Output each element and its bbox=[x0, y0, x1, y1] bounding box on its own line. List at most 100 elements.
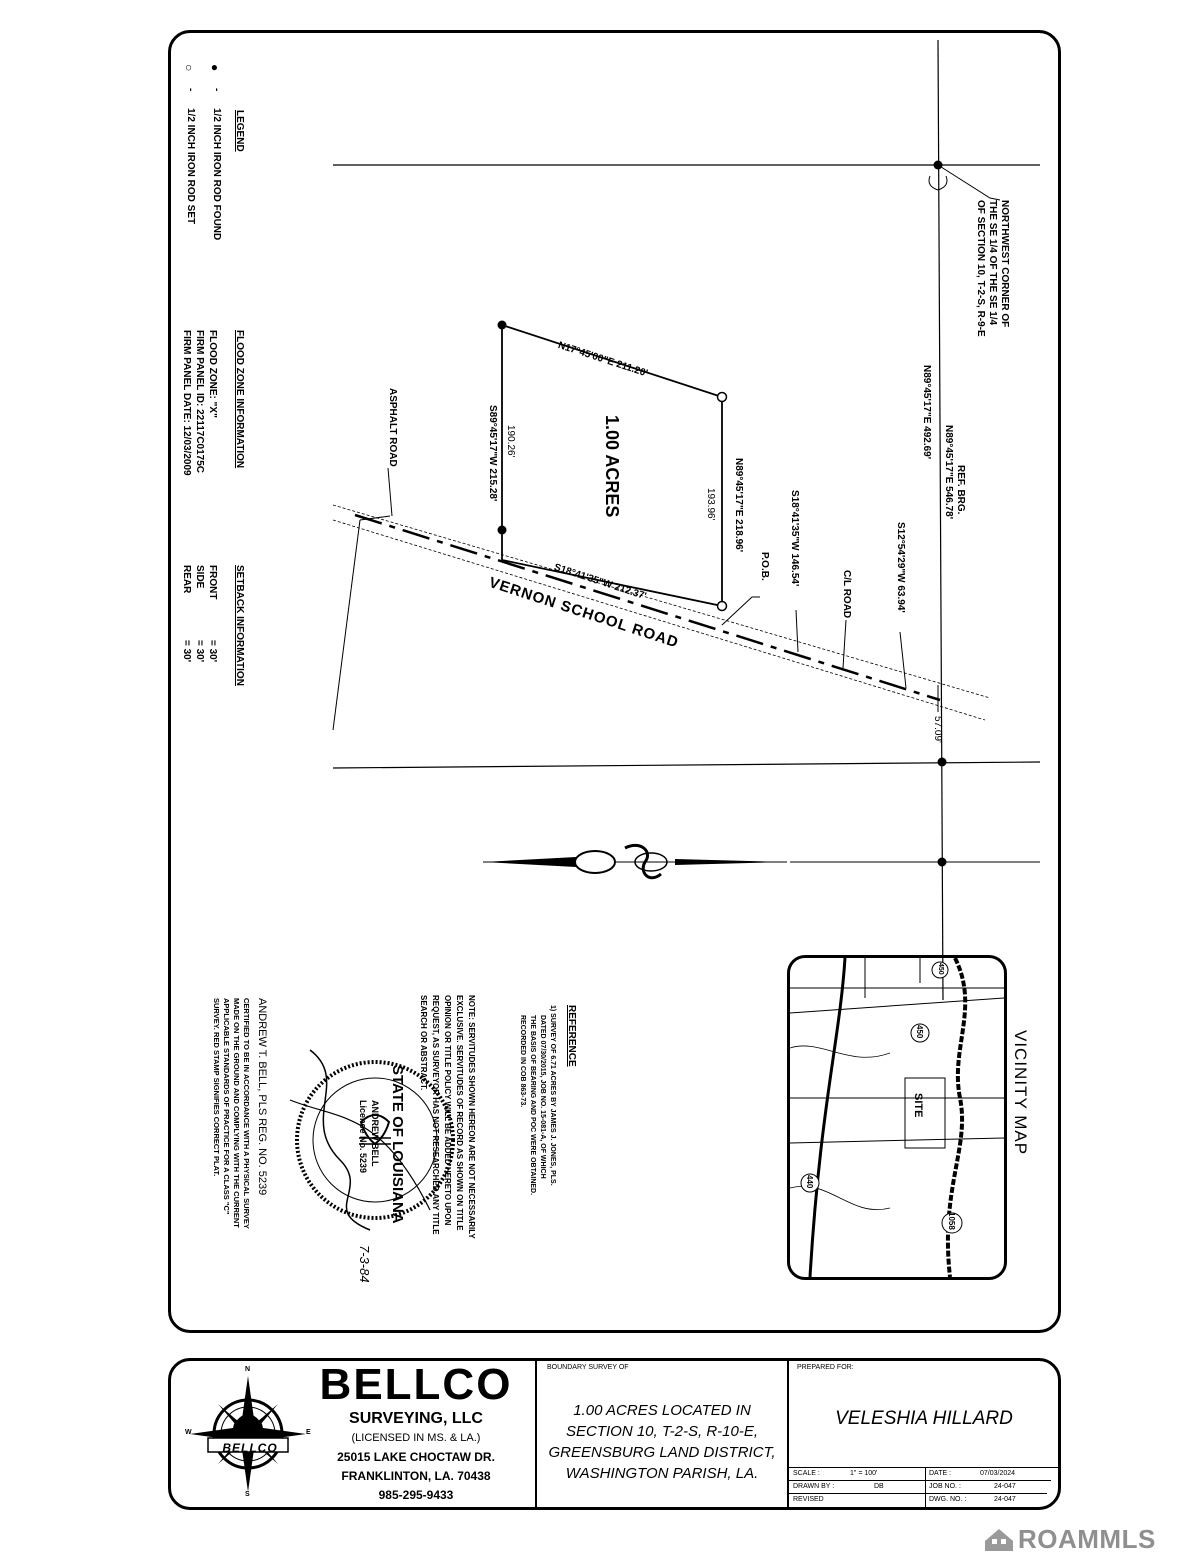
dim-57-label: 57.09' bbox=[932, 716, 943, 743]
prepared-for-label: PREPARED FOR: bbox=[797, 1364, 854, 1371]
title-divider-1 bbox=[535, 1360, 537, 1508]
west-line-bearing: S89°45'17"W 215.28' bbox=[487, 405, 498, 502]
reference-line1: 1) SURVEY OF 6.71 ACRES BY JAMES J. JONE… bbox=[549, 1005, 556, 1186]
pob-leader bbox=[721, 596, 760, 626]
corner-tick bbox=[928, 175, 948, 191]
road-edge-north bbox=[332, 504, 991, 699]
reference-line2: DATED 07/30/2015, JOB NO. 15-081-A, OF W… bbox=[539, 1015, 546, 1179]
pob-label: P.O.B. bbox=[759, 552, 770, 581]
date-value: 07/03/2024 bbox=[980, 1470, 1016, 1477]
reference-line3: THE BASIS OF BEARING AND POC WERE OBTAIN… bbox=[529, 1015, 536, 1196]
company-subtitle: SURVEYING, LLC bbox=[349, 1410, 483, 1427]
surveyor-seal bbox=[289, 1049, 455, 1231]
cert-line3: APPLICABLE STANDARDS OF PRACTICE FOR A C… bbox=[222, 998, 231, 1215]
iron-rod-found-lot-sw bbox=[497, 525, 507, 535]
reference-title: REFERENCE bbox=[566, 1005, 577, 1067]
seal-name: ANDREW BELL bbox=[370, 1100, 380, 1167]
cl-road-leader bbox=[842, 619, 847, 669]
iron-rod-found-lower bbox=[937, 857, 947, 867]
surveyor-name: ANDREW T. BELL, PLS REG. NO. 5239 bbox=[256, 998, 268, 1196]
company-phone: 985-295-9433 bbox=[378, 1488, 454, 1502]
cert-line2: MADE ON THE GROUND AND COMPLYING WITH TH… bbox=[232, 998, 241, 1228]
east-inner-dim: 193.96' bbox=[705, 488, 716, 521]
seal-date: 7-3-84 bbox=[357, 1245, 372, 1283]
acres-label: 1.00 ACRES bbox=[602, 415, 622, 518]
drawn-value: DB bbox=[874, 1483, 884, 1490]
iron-rod-found-se bbox=[937, 757, 947, 767]
flood-panel-date: FIRM PANEL DATE: 12/03/2009 bbox=[181, 330, 192, 476]
survey-line2: SECTION 10, T-2-S, R-10-E, bbox=[566, 1423, 758, 1440]
survey-line4: WASHINGTON PARISH, LA. bbox=[565, 1465, 759, 1482]
east-line-bearing: N89°45'17"E 218.96' bbox=[733, 458, 744, 553]
vicinity-route-440: 440 bbox=[805, 1175, 814, 1189]
road-centerline bbox=[354, 513, 941, 702]
legend-dash-set: - bbox=[185, 88, 196, 92]
company-address1: 25015 LAKE CHOCTAW DR. bbox=[337, 1450, 495, 1464]
info-grid-row2 bbox=[789, 1493, 1047, 1494]
north-arrow bbox=[483, 843, 787, 880]
east-section-line bbox=[937, 39, 944, 1001]
section-line-bottom bbox=[332, 761, 1041, 769]
seal-license: License No. 5239 bbox=[358, 1100, 368, 1174]
legend-label-found: 1/2 INCH IRON ROD FOUND bbox=[211, 108, 222, 241]
legend-dash-found: - bbox=[211, 88, 222, 92]
vicinity-map: SITE 450 440 1058 450 bbox=[787, 955, 1007, 1280]
cert-line4: SURVEY. RED STAMP SIGNIFIES CORRECT PLAT… bbox=[212, 998, 221, 1177]
legend-symbol-set: ○ bbox=[182, 64, 196, 72]
roam-logo-icon bbox=[985, 1529, 1013, 1551]
setback-rear-value: = 30' bbox=[181, 640, 192, 663]
asphalt-road-label: ASPHALT ROAD bbox=[387, 388, 398, 467]
asphalt-leader bbox=[387, 467, 393, 517]
flood-title: FLOOD ZONE INFORMATION bbox=[234, 330, 245, 469]
iron-rod-found-lot-nw bbox=[497, 320, 507, 330]
job-value: 24-047 bbox=[994, 1483, 1016, 1490]
info-grid-col bbox=[925, 1467, 926, 1507]
route-shield bbox=[941, 1212, 963, 1234]
info-grid-row1 bbox=[789, 1480, 1051, 1481]
survey-of-label: BOUNDARY SURVEY OF bbox=[547, 1364, 629, 1371]
nw-corner-line3: OF SECTION 10, T-2-S, R-9-E bbox=[975, 200, 986, 337]
route-shield bbox=[910, 1023, 930, 1043]
vicinity-route-450: 450 bbox=[915, 1025, 924, 1039]
client-name: VELESHIA HILLARD bbox=[835, 1408, 1013, 1429]
vicinity-route-1058: 1058 bbox=[947, 1212, 956, 1230]
job-label: JOB NO. : bbox=[929, 1483, 961, 1490]
flood-zone: FLOOD ZONE: "X" bbox=[207, 330, 218, 418]
drawing-frame bbox=[168, 30, 1061, 1333]
vicinity-title: VICINITY MAP bbox=[1011, 1030, 1030, 1156]
road-edge-south bbox=[332, 519, 986, 721]
legend-label-set: 1/2 INCH IRON ROD SET bbox=[185, 108, 196, 225]
title-divider-2 bbox=[787, 1360, 789, 1508]
iron-rod-set-lot-se bbox=[716, 600, 728, 612]
revised-label: REVISED bbox=[793, 1496, 824, 1503]
asphalt-top bbox=[359, 515, 391, 521]
setback-rear: REAR bbox=[181, 565, 192, 594]
line-63-leader bbox=[899, 631, 907, 689]
legend-symbol-found: ● bbox=[208, 64, 222, 72]
date-label: DATE : bbox=[929, 1470, 952, 1477]
line-146-label: S18°41'35"W 146.54' bbox=[789, 490, 800, 587]
survey-line3: GREENSBURG LAND DISTRICT, bbox=[548, 1444, 776, 1461]
roam-watermark: ROAMMLS bbox=[1018, 1524, 1156, 1554]
dwg-label: DWG. NO. : bbox=[929, 1496, 967, 1503]
company-address2: FRANKLINTON, LA. 70438 bbox=[341, 1469, 491, 1483]
line-146-leader bbox=[795, 609, 799, 653]
west-inner-dim: 190.26' bbox=[505, 425, 516, 458]
drawn-label: DRAWN BY : bbox=[793, 1483, 835, 1490]
line-63-label: S12°54'29"W 63.94' bbox=[895, 522, 906, 613]
setback-side: SIDE bbox=[194, 565, 205, 589]
compass-n: N bbox=[245, 1366, 251, 1373]
note-line1: NOTE: SERVITUDES SHOWN HEREON ARE NOT NE… bbox=[467, 995, 476, 1239]
nw-corner-line1: NORTHWEST CORNER OF bbox=[999, 200, 1010, 328]
reference-line4: RECORDED IN COB 863-73. bbox=[519, 1015, 526, 1108]
scale-value: 1" = 100' bbox=[850, 1470, 878, 1477]
nw-corner-line2: THE SE 1/4 OF THE SE 1/4 bbox=[987, 200, 998, 326]
seal-state: STATE OF LOUISIANA bbox=[389, 1065, 406, 1224]
setback-side-value: = 30' bbox=[194, 640, 205, 663]
ref-brg-value: N89°45'17"E 546.78' bbox=[943, 425, 954, 520]
flood-panel-id: FIRM PANEL ID: 22117C0175C bbox=[194, 330, 205, 474]
dwg-value: 24-047 bbox=[994, 1496, 1016, 1503]
ref-brg-label: REF. BRG. bbox=[955, 465, 966, 515]
nw-corner-leader bbox=[937, 164, 1001, 201]
